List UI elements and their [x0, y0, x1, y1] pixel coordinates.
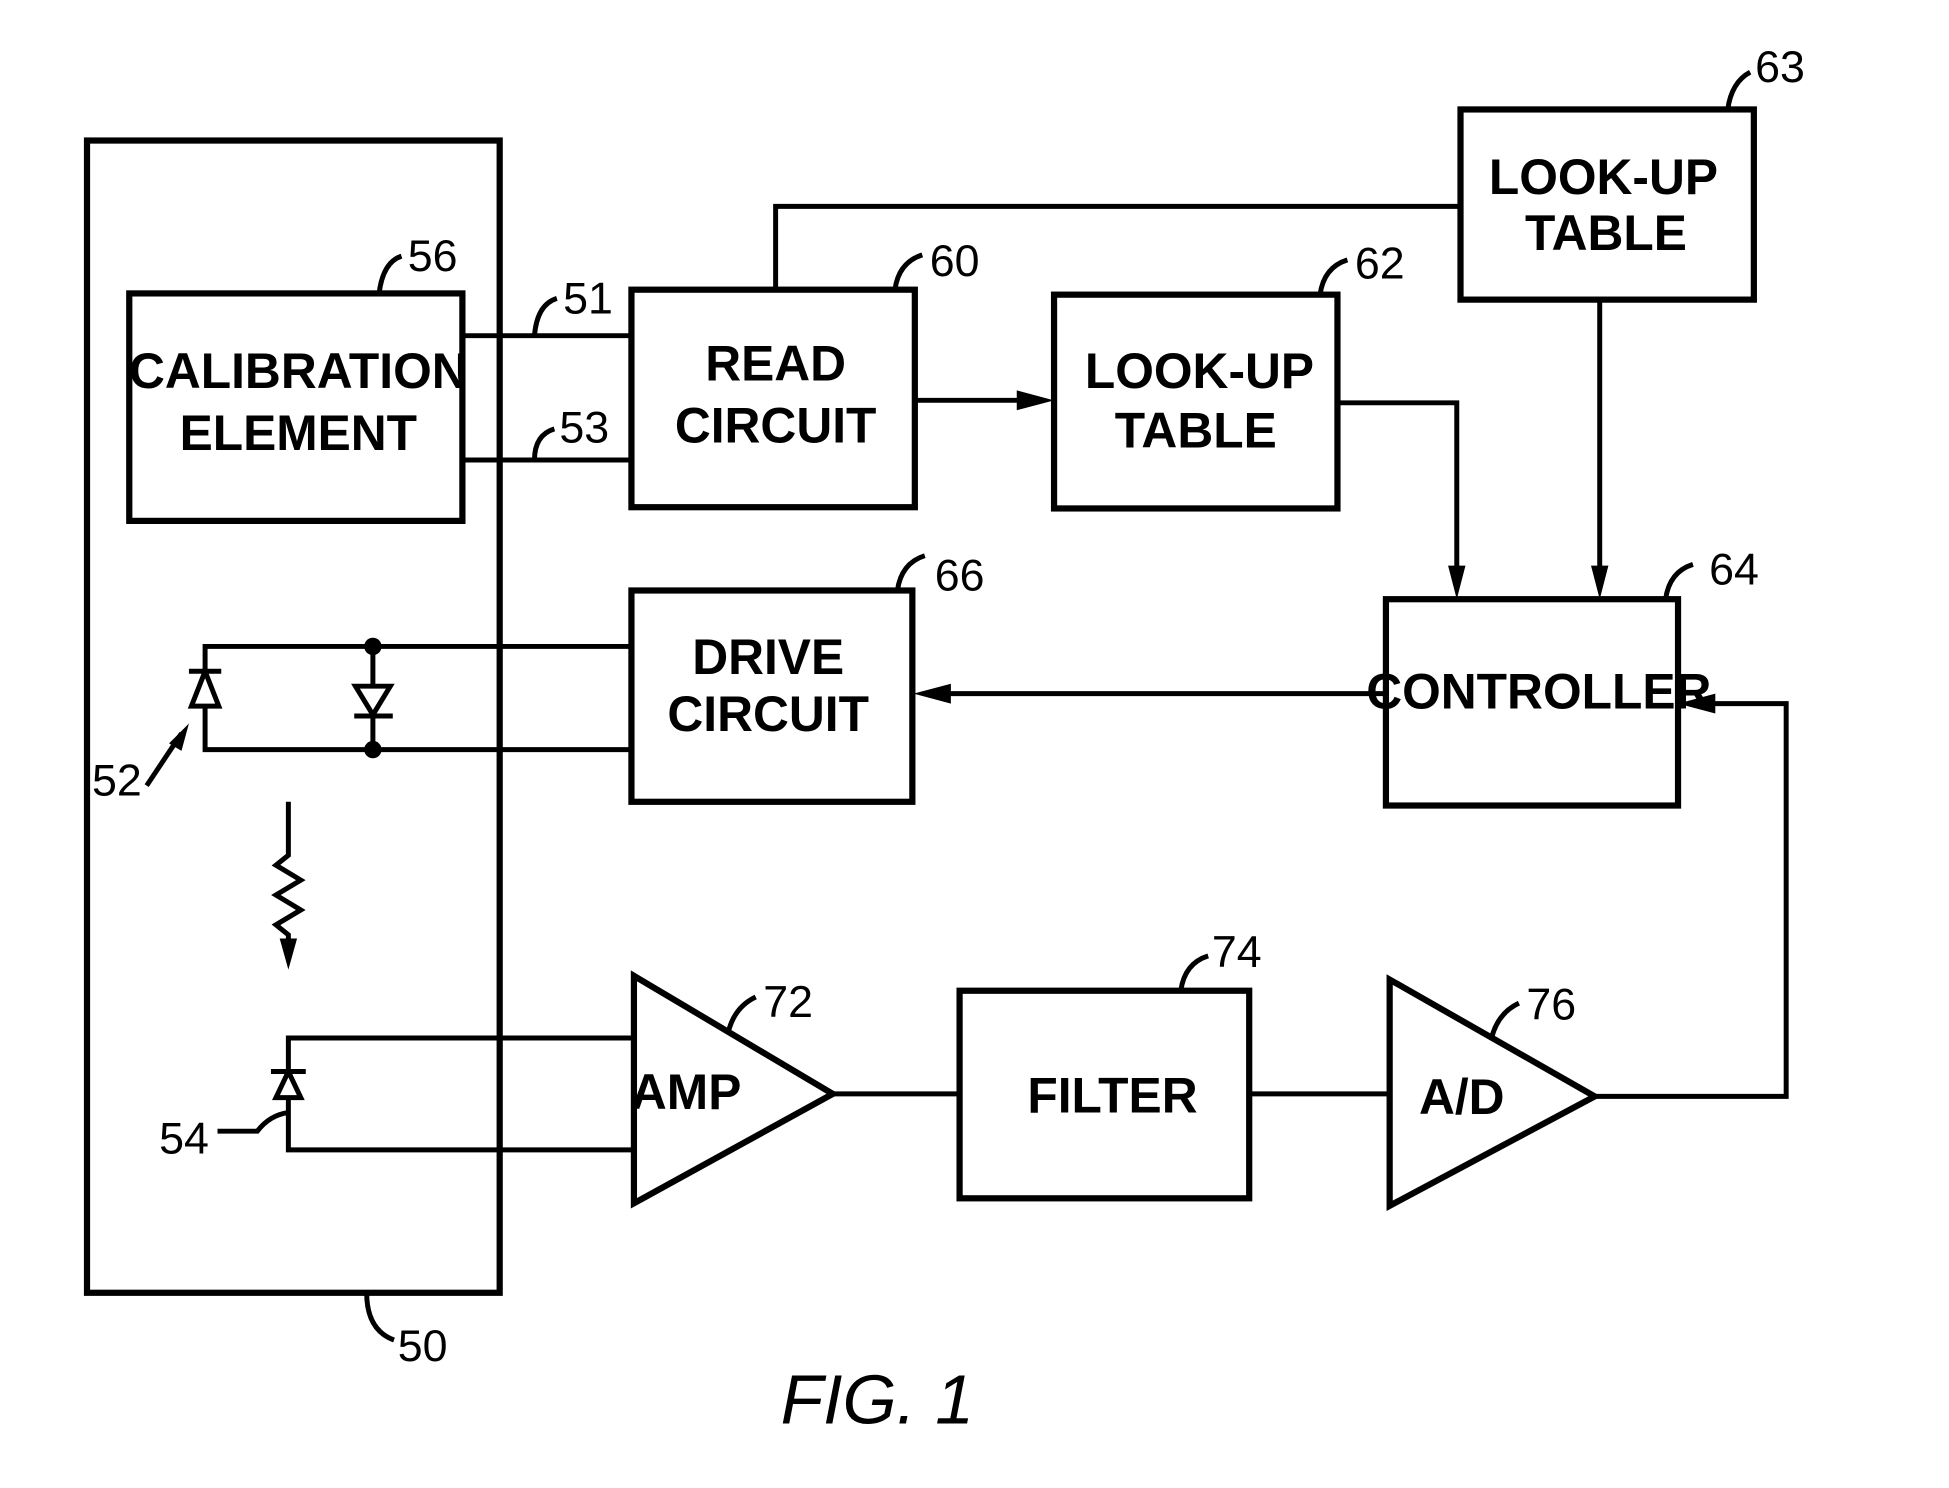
ref-56: 56 [408, 231, 458, 281]
lut62-line2: TABLE [1115, 403, 1277, 459]
ref-54: 54 [159, 1114, 209, 1164]
ref-63: 63 [1755, 42, 1805, 92]
drive-circuit-line2: CIRCUIT [667, 686, 869, 742]
ref-64: 64 [1709, 544, 1759, 594]
ref-51: 51 [563, 273, 613, 323]
adc-label: A/D [1419, 1069, 1505, 1125]
ref-72: 72 [763, 977, 813, 1027]
lut63-line2: TABLE [1525, 205, 1687, 261]
read-circuit-line1: READ [705, 335, 846, 391]
read-circuit-line2: CIRCUIT [675, 398, 877, 454]
ref-53: 53 [559, 403, 609, 453]
amp-label: AMP [631, 1064, 741, 1120]
ref-76: 76 [1526, 979, 1576, 1029]
ref-50: 50 [398, 1321, 448, 1371]
figure-caption: FIG. 1 [781, 1360, 974, 1438]
calibration-line1: CALIBRATION [129, 343, 468, 399]
ref-66: 66 [935, 550, 985, 600]
ref-60: 60 [930, 236, 980, 286]
lut62-line1: LOOK-UP [1085, 343, 1314, 399]
controller-label: CONTROLLER [1366, 664, 1711, 720]
calibration-line2: ELEMENT [180, 405, 417, 461]
drive-circuit-line1: DRIVE [692, 629, 844, 685]
ref-74: 74 [1212, 927, 1262, 977]
filter-label: FILTER [1027, 1068, 1197, 1124]
ref-62: 62 [1355, 239, 1405, 289]
ref-52: 52 [92, 756, 142, 806]
lut63-line1: LOOK-UP [1489, 149, 1718, 205]
